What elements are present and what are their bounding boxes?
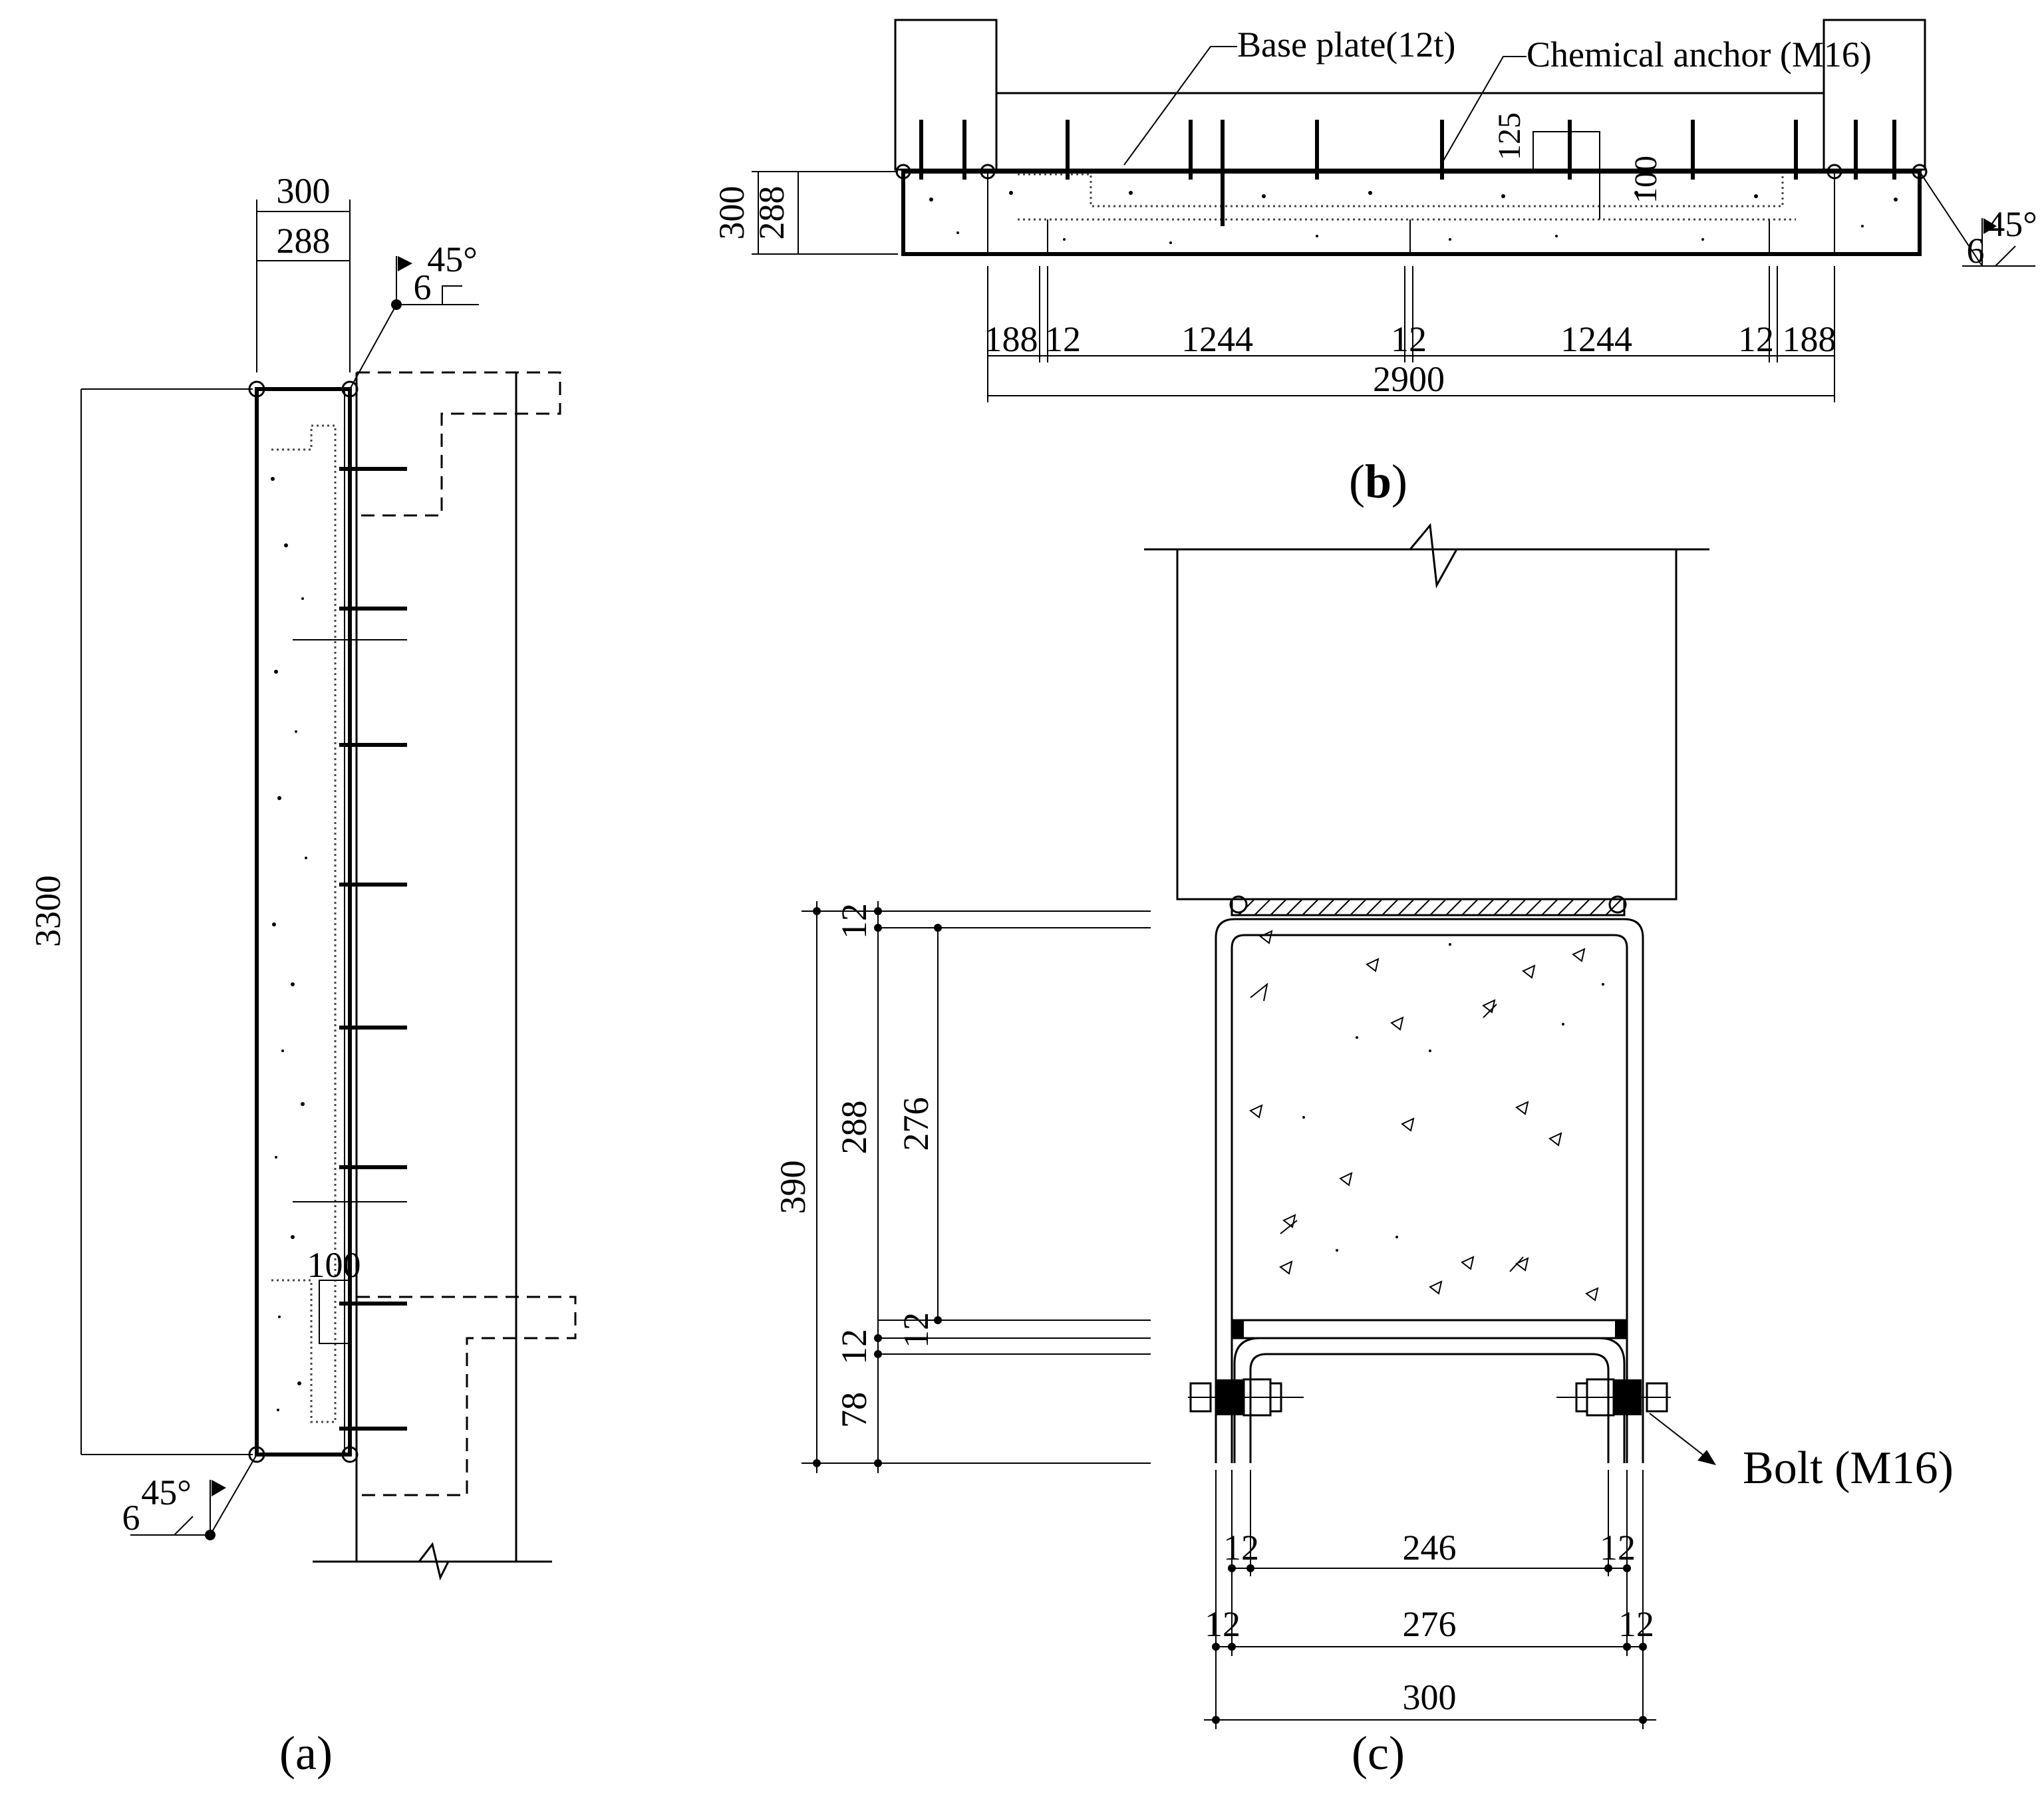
caption-a-close: ) <box>317 1727 333 1780</box>
panel-b-infill <box>895 164 1928 256</box>
dim-78-c: 78 <box>834 1392 874 1428</box>
dim-12-top-c: 12 <box>834 903 874 939</box>
label-bolt: Bolt (M16) <box>1743 1443 1954 1494</box>
weld-angle-top: 45° <box>427 239 478 279</box>
dim-100-b: 100 <box>1628 156 1664 204</box>
panel-c-steel-section <box>1215 918 1644 1463</box>
svg-text:(a): (a) <box>279 1727 333 1780</box>
dim-12-b-b: 12 <box>1738 319 1774 359</box>
dim-125-b: 125 <box>1492 112 1527 160</box>
dim-12-r2-c: 12 <box>1618 1604 1654 1644</box>
weld-symbol-bottom: 6 45° <box>122 1454 257 1540</box>
svg-text:(b): (b) <box>1349 455 1407 508</box>
chemical-anchor-callout: Chemical anchor (M16) <box>1441 35 1872 164</box>
dim-1244-right-b: 1244 <box>1560 319 1632 359</box>
base-plate-callout: Base plate(12t) <box>1123 25 1455 166</box>
label-base-plate: Base plate(12t) <box>1237 25 1455 65</box>
dim-300-b: 300 <box>712 186 752 240</box>
dim-100-a: 100 <box>307 1245 361 1285</box>
dim-12-a-b: 12 <box>1045 319 1081 359</box>
panel-c-vertical-dims: 390 12 288 276 12 12 78 <box>773 901 1151 1473</box>
weld-angle-bottom: 45° <box>141 1472 192 1512</box>
dim-276-h-c: 276 <box>1403 1604 1457 1644</box>
panel-c-mortar-bed <box>1229 895 1627 916</box>
dim-288-a: 288 <box>277 221 331 261</box>
panel-c-bolt-left <box>1188 1378 1304 1417</box>
dim-276-v-c: 276 <box>896 1097 936 1151</box>
dim-3300-a: 3300 <box>28 875 68 947</box>
caption-a-letter: a <box>295 1727 317 1780</box>
bolt-callout: Bolt (M16) <box>1649 1413 1954 1494</box>
caption-b: (b) <box>1349 455 1407 508</box>
dim-288-c: 288 <box>834 1101 874 1155</box>
dim-12-ll-c: 12 <box>1223 1528 1259 1568</box>
dim-12-l2-c: 12 <box>1205 1604 1241 1644</box>
dim-288-b: 288 <box>752 186 792 240</box>
infill-panel <box>248 380 359 1463</box>
dim-12-mid-a-c: 12 <box>834 1329 874 1365</box>
weld-size-top: 6 <box>414 267 432 307</box>
panel-b-height-dims: 300 288 <box>712 171 898 255</box>
dim-188-right-b: 188 <box>1783 319 1836 359</box>
caption-c: (c) <box>1352 1727 1405 1780</box>
caption-b-close: ) <box>1391 455 1407 508</box>
caption-c-close: ) <box>1389 1727 1405 1780</box>
caption-a-open: ( <box>279 1727 295 1780</box>
panel-a-concrete-speckle <box>271 477 307 1411</box>
panel-c-horizontal-dims: 12 246 12 12 276 12 300 <box>1204 1470 1656 1729</box>
caption-b-letter: b <box>1365 455 1391 508</box>
panel-c-bolt-right <box>1556 1378 1671 1417</box>
dim-12-mid-b: 12 <box>1391 319 1427 359</box>
panel-a-anchors <box>293 467 407 1431</box>
label-chemical-anchor: Chemical anchor (M16) <box>1527 35 1872 74</box>
panel-b-length-dims: 188 12 1244 12 1244 12 188 2900 <box>984 266 1836 402</box>
weld-symbol-top: 6 45° <box>349 239 479 390</box>
caption-b-open: ( <box>1349 455 1365 508</box>
caption-c-letter: c <box>1368 1727 1389 1780</box>
dim-300-c: 300 <box>1403 1677 1457 1717</box>
panel-b-inner-dims: 125 100 <box>1492 112 1664 204</box>
svg-text:(c): (c) <box>1352 1727 1405 1780</box>
caption-a: (a) <box>279 1727 333 1780</box>
panel-b-weld-symbol: 6 45° <box>1919 171 2037 271</box>
panel-b-anchors <box>919 120 1896 253</box>
panel-b: Base plate(12t) Chemical anchor (M16) 12… <box>712 19 2037 508</box>
dim-12-lr-c: 12 <box>1600 1528 1636 1568</box>
panel-c: Bolt (M16) <box>773 523 1954 1780</box>
dim-246-c: 246 <box>1403 1528 1457 1568</box>
weld-size-bottom: 6 <box>122 1498 140 1538</box>
panel-c-concrete-aggregate <box>1249 930 1604 1302</box>
panel-b-concrete-speckle <box>929 191 1898 244</box>
dim-390-c: 390 <box>773 1161 813 1214</box>
dim-1244-left-b: 1244 <box>1181 319 1253 359</box>
dim-300-a: 300 <box>277 171 331 211</box>
existing-structure-outline <box>313 371 577 1581</box>
panel-c-beam <box>1144 523 1709 901</box>
dim-2900-b: 2900 <box>1373 359 1445 399</box>
panel-a-dimensions: 300 288 3300 100 <box>28 171 361 1455</box>
weld-size-b: 6 <box>1967 231 1985 271</box>
caption-c-open: ( <box>1352 1727 1368 1780</box>
weld-angle-b: 45° <box>1987 204 2037 244</box>
panel-a: 300 288 3300 100 6 45° 6 45° <box>28 171 577 1780</box>
dim-188-left-b: 188 <box>984 319 1038 359</box>
dim-12-mid-b-c: 12 <box>896 1312 936 1348</box>
